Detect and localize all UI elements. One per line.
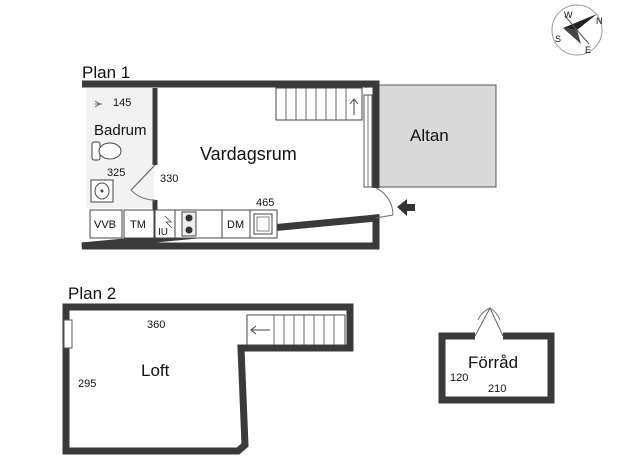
plan1-title: Plan 1	[82, 63, 130, 82]
tm-box	[123, 209, 155, 239]
entrance-door	[375, 187, 394, 216]
plan2-title: Plan 2	[68, 284, 116, 303]
vardagsrum-width-dim: 465	[256, 197, 274, 209]
compass-icon: W N S E	[551, 4, 603, 56]
vvb-box	[89, 209, 123, 239]
hall-length-dim: 330	[160, 173, 178, 185]
compass-west: W	[564, 10, 573, 20]
badrum-label: Badrum	[94, 122, 147, 139]
compass-north: N	[596, 16, 603, 26]
iu-label: IU	[158, 227, 168, 238]
vardagsrum-label: Vardagsrum	[200, 144, 297, 164]
vvb-label: VVB	[94, 219, 116, 231]
badrum-width-dim: 145	[113, 97, 131, 109]
forrad-door-gap	[475, 330, 503, 340]
dm-label: DM	[227, 219, 244, 231]
stairs-plan2	[246, 314, 346, 346]
tm-label: TM	[130, 219, 146, 231]
loft-label: Loft	[141, 361, 170, 380]
altan-label: Altan	[410, 126, 449, 145]
sink-icon	[90, 179, 114, 203]
toilet-icon	[91, 141, 122, 161]
stove-icon	[181, 211, 197, 237]
altan-area	[365, 84, 497, 188]
forrad-width-dim: 210	[488, 383, 506, 395]
entrance-arrow-icon	[397, 199, 415, 216]
window-loft	[63, 319, 73, 349]
loft-depth-dim: 295	[78, 378, 96, 390]
badrum-length-dim: 325	[107, 167, 125, 179]
loft-width-dim: 360	[147, 319, 165, 331]
shower-icon	[94, 100, 102, 108]
sink-icon	[253, 213, 273, 235]
compass-east: E	[585, 45, 591, 55]
stairs-plan1	[275, 87, 363, 121]
forrad-depth-dim: 120	[450, 372, 468, 384]
forrad-label: Förråd	[468, 353, 518, 372]
compass-south: S	[555, 34, 561, 44]
